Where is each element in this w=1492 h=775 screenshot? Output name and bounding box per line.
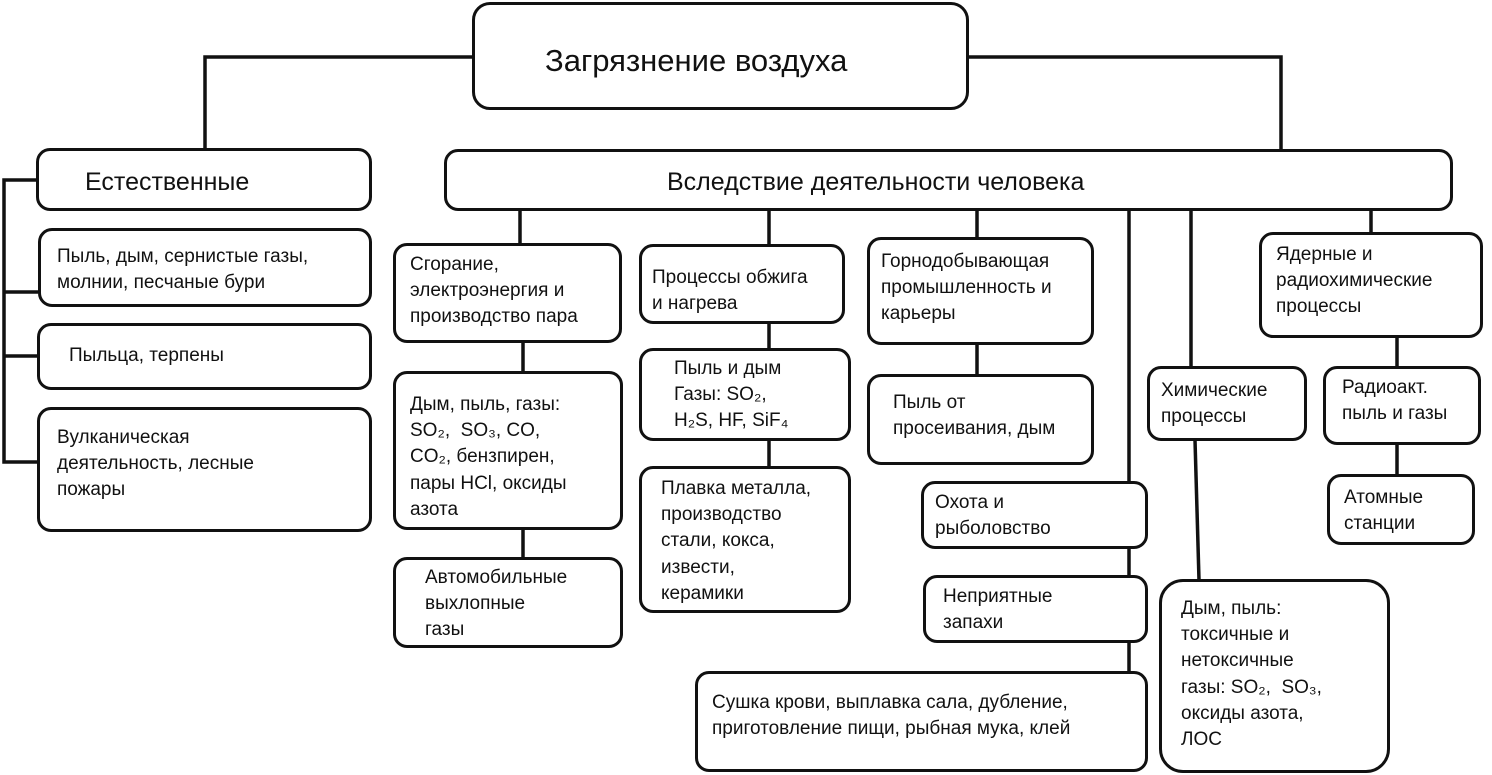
mining-title: Горнодобывающая промышленность и карьеры <box>881 251 1052 325</box>
roasting-emissions: Пыль и дым Газы: SO₂, H₂S, HF, SiF₄ <box>674 358 789 432</box>
mining-emissions: Пыль от просеивания, дым <box>893 392 1056 440</box>
natural-item-pollen-box: Пыльца, терпены <box>37 323 372 390</box>
rendering: Сушка крови, выплавка сала, дубление, пр… <box>712 692 1071 740</box>
natural-item-volcanic-box: Вулканическая деятельность, лесные пожар… <box>37 407 372 532</box>
anthropogenic-heading: Вследствие деятельности человека <box>667 168 1085 196</box>
vehicle-exhaust: Автомобильные выхлопные газы <box>425 567 568 641</box>
nuclear-emissions-box: Радиоакт. пыль и газы <box>1323 366 1481 445</box>
title-box: Загрязнение воздуха <box>472 2 969 110</box>
chemical-emissions-box: Дым, пыль: токсичные и нетоксичные газы:… <box>1159 579 1390 773</box>
roasting-emissions-box: Пыль и дым Газы: SO₂, H₂S, HF, SiF₄ <box>639 348 851 441</box>
natural-item-dust-box: Пыль, дым, сернистые газы, молнии, песча… <box>38 228 372 307</box>
hunting-fishing: Охота и рыболовство <box>935 492 1051 540</box>
combustion-title: Сгорание, электроэнергия и производство … <box>410 254 578 328</box>
natural-sources-heading: Естественные <box>85 168 250 196</box>
mining-emissions-box: Пыль от просеивания, дым <box>867 374 1094 465</box>
roasting-title: Процессы обжига и нагрева <box>652 267 808 315</box>
anthropogenic-box: Вследствие деятельности человека <box>444 149 1453 211</box>
combustion-emissions: Дым, пыль, газы: SO₂, SO₃, CO, CO₂, бенз… <box>410 394 567 520</box>
odors-box: Неприятные запахи <box>923 575 1148 643</box>
natural-sources-box: Естественные <box>36 148 372 211</box>
smelting-box: Плавка металла, производство стали, кокс… <box>639 466 851 613</box>
natural-item-pollen: Пыльца, терпены <box>69 345 224 366</box>
nuclear-emissions: Радиоакт. пыль и газы <box>1342 377 1448 425</box>
hunting-fishing-box: Охота и рыболовство <box>921 481 1148 549</box>
nuclear-title: Ядерные и радиохимические процессы <box>1276 244 1433 318</box>
combustion-emissions-box: Дым, пыль, газы: SO₂, SO₃, CO, CO₂, бенз… <box>393 371 623 530</box>
roasting-box: Процессы обжига и нагрева <box>639 244 845 324</box>
nuclear-plants: Атомные станции <box>1344 487 1424 535</box>
chemical-title: Химические процессы <box>1161 380 1268 428</box>
natural-item-dust: Пыль, дым, сернистые газы, молнии, песча… <box>57 246 309 294</box>
nuclear-box: Ядерные и радиохимические процессы <box>1259 232 1483 338</box>
vehicle-exhaust-box: Автомобильные выхлопные газы <box>393 557 623 648</box>
smelting: Плавка металла, производство стали, кокс… <box>661 478 812 604</box>
combustion-box: Сгорание, электроэнергия и производство … <box>393 243 622 343</box>
natural-item-volcanic: Вулканическая деятельность, лесные пожар… <box>57 427 254 501</box>
chemical-box: Химические процессы <box>1147 366 1307 441</box>
diagram-title: Загрязнение воздуха <box>545 43 848 78</box>
chemical-emissions: Дым, пыль: токсичные и нетоксичные газы:… <box>1181 598 1322 751</box>
odors: Неприятные запахи <box>943 586 1053 634</box>
nuclear-plants-box: Атомные станции <box>1327 474 1475 545</box>
mining-box: Горнодобывающая промышленность и карьеры <box>867 237 1094 345</box>
rendering-box: Сушка крови, выплавка сала, дубление, пр… <box>695 671 1148 772</box>
